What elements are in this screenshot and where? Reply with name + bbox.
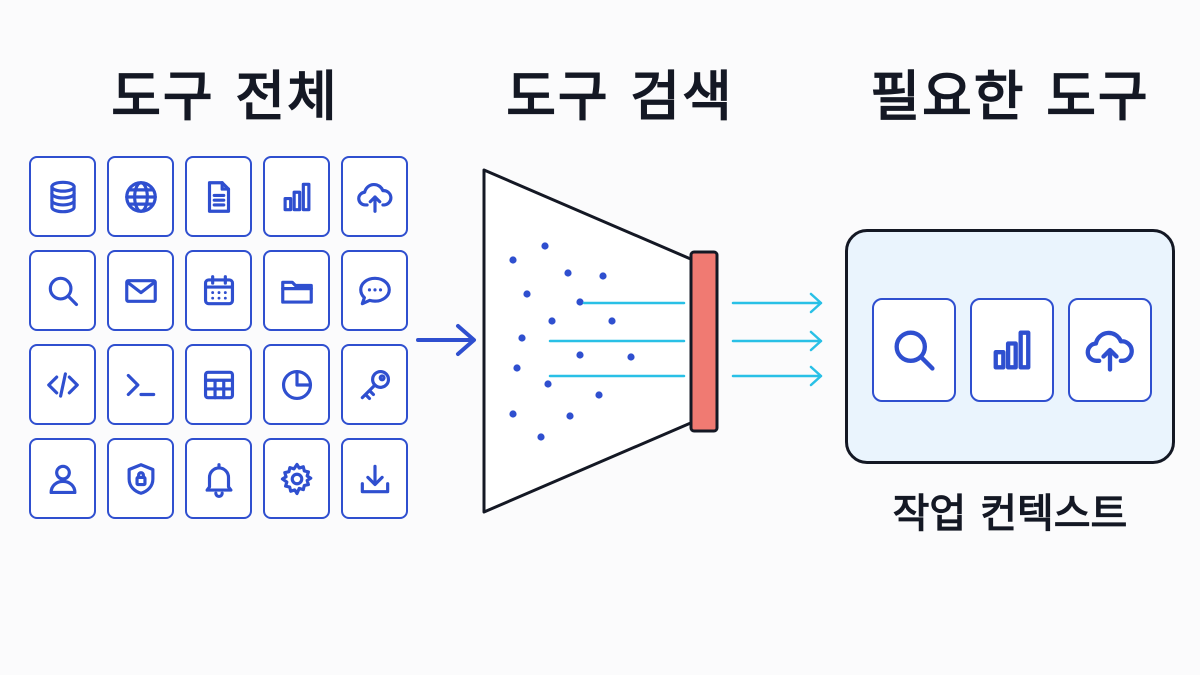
database-icon <box>49 180 76 213</box>
gear-icon <box>280 462 312 495</box>
bell-icon <box>205 462 232 498</box>
search-icon <box>894 330 935 371</box>
filtered-streams <box>548 301 686 378</box>
tool-tile-table[interactable] <box>185 344 252 425</box>
globe-icon <box>124 180 157 213</box>
needed-tools-heading: 필요한 도구 <box>870 65 1150 128</box>
key-icon <box>360 369 390 400</box>
tool-tile-mail[interactable] <box>107 250 174 331</box>
tool-tile-document[interactable] <box>185 156 252 237</box>
tool-tile-search[interactable] <box>29 250 96 331</box>
document-icon <box>207 180 230 213</box>
tool-tile-user[interactable] <box>29 438 96 519</box>
table-icon <box>203 370 234 399</box>
selected-tool-cloud-upload[interactable] <box>1068 298 1152 402</box>
shield-lock-icon <box>127 462 154 495</box>
tool-grid <box>29 156 408 519</box>
tool-tile-calendar[interactable] <box>185 250 252 331</box>
download-icon <box>360 464 389 493</box>
tool-tile-download[interactable] <box>341 438 408 519</box>
selected-tool-bar-chart[interactable] <box>970 298 1054 402</box>
tool-tile-shield-lock[interactable] <box>107 438 174 519</box>
tool-tile-database[interactable] <box>29 156 96 237</box>
filter-bar <box>689 250 719 433</box>
all-tools-heading: 도구 전체 <box>111 65 339 128</box>
tool-tile-folder[interactable] <box>263 250 330 331</box>
search-icon <box>48 276 78 306</box>
terminal-icon <box>126 373 155 396</box>
mail-icon <box>124 278 157 303</box>
chat-icon <box>358 276 391 305</box>
selected-tool-search[interactable] <box>872 298 956 402</box>
user-icon <box>49 464 76 494</box>
tool-tile-bell[interactable] <box>185 438 252 519</box>
tool-tile-chat[interactable] <box>341 250 408 331</box>
tool-tile-terminal[interactable] <box>107 344 174 425</box>
output-arrows <box>731 292 823 387</box>
code-icon <box>46 371 79 398</box>
tool-tile-pie-chart[interactable] <box>263 344 330 425</box>
tool-tile-globe[interactable] <box>107 156 174 237</box>
calendar-icon <box>203 274 234 305</box>
tool-tile-key[interactable] <box>341 344 408 425</box>
input-arrow <box>416 324 476 356</box>
tool-search-heading: 도구 검색 <box>506 65 734 128</box>
bar-chart-icon <box>283 182 310 211</box>
bar-chart-icon <box>993 330 1031 370</box>
pie-chart-icon <box>281 369 312 400</box>
tool-tile-gear[interactable] <box>263 438 330 519</box>
tool-particles <box>509 242 635 441</box>
task-context-caption: 작업 컨텍스트 <box>892 491 1128 537</box>
tool-tile-bar-chart[interactable] <box>263 156 330 237</box>
cloud-upload-icon <box>1085 330 1134 372</box>
tool-tile-code[interactable] <box>29 344 96 425</box>
folder-icon <box>280 280 313 304</box>
cloud-upload-icon <box>356 182 392 213</box>
task-context-box <box>845 229 1175 464</box>
tool-tile-cloud-upload[interactable] <box>341 156 408 237</box>
